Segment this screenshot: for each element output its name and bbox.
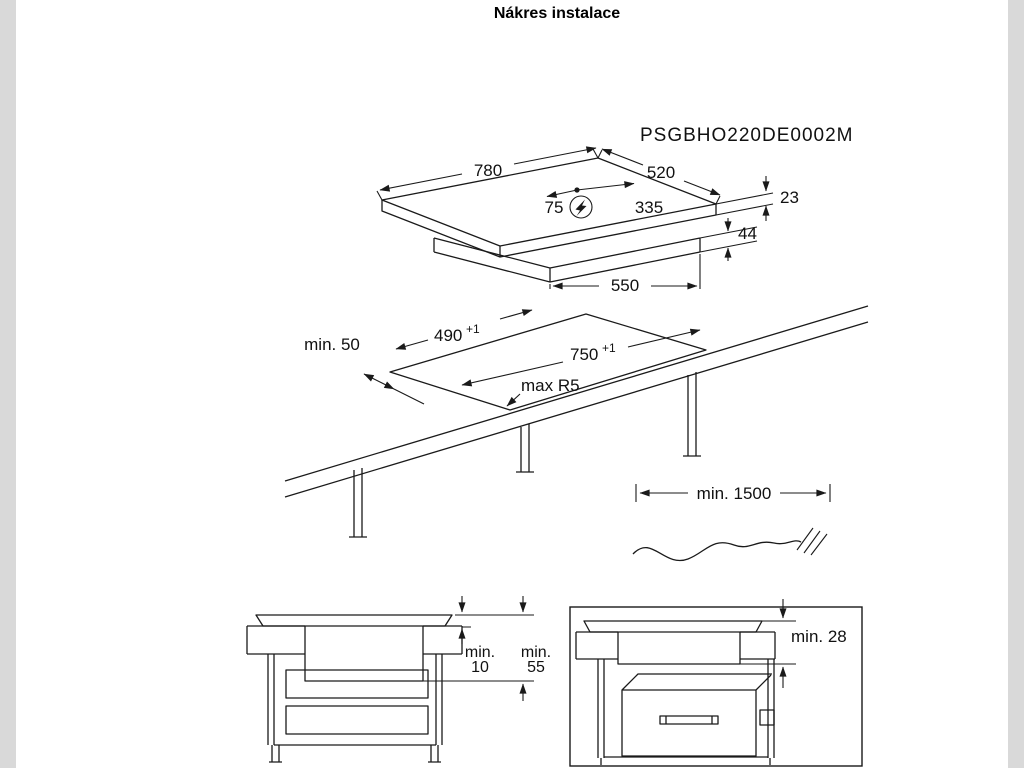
worktop-edge-lines [284, 305, 869, 498]
dim-75-arrow [546, 189, 578, 198]
dim-44-extension-lines [699, 226, 758, 253]
dim-23-extension-lines [715, 192, 774, 216]
page-title: Nákres instalace [494, 5, 620, 22]
dim-front-clearance: min. 50 [304, 335, 360, 354]
dim-top-thickness: 23 [780, 188, 799, 207]
section1-cabinet-walls [267, 654, 443, 746]
dim-corner-radius: max R5 [521, 376, 580, 395]
worktop-legs [349, 372, 701, 538]
dim-750-arrow-left [461, 361, 564, 387]
cable-view: min. 1500 [632, 484, 831, 562]
cable-curve [632, 540, 802, 562]
dim-overhang-value: 10 [471, 659, 489, 676]
dim-550-extension-lines [549, 254, 701, 289]
dim-780-arrow-right [513, 146, 597, 165]
dim-490-arrow-right [499, 309, 533, 320]
dim-780-arrow-left [379, 173, 463, 192]
dim-520-arrow-right [683, 180, 721, 196]
dim-cable-length: min. 1500 [697, 484, 772, 503]
section1-hob-profile [255, 614, 453, 627]
section-cabinet-drawers: min. 10 min. 55 [246, 596, 551, 763]
dim-connection-span: 335 [635, 198, 663, 217]
section1-drawers [285, 669, 429, 735]
dim-520-extension-ticks [597, 149, 721, 205]
section1-cabinet-legs [269, 745, 441, 763]
right-margin [1008, 0, 1024, 768]
dim-hob-width: 780 [474, 161, 502, 180]
section2-cabinet-walls [597, 659, 775, 758]
section2-hob-profile [583, 620, 763, 633]
dim-490-arrow-left [395, 339, 429, 350]
dim-cutout-width-tolerance: +1 [602, 341, 616, 355]
section2-hob-underbox [617, 632, 741, 665]
left-margin [0, 0, 16, 768]
cutout-outline [389, 313, 707, 411]
model-number: PSGBHO220DE0002M [640, 125, 854, 146]
power-connection-circle [569, 195, 593, 219]
dim-overhang-min-label: min. [465, 644, 495, 661]
dim-cutout-depth: 490 [434, 326, 462, 345]
dim-body-width: 550 [611, 276, 639, 295]
oven-outline [621, 673, 772, 757]
dim-clearance-value: 55 [527, 659, 545, 676]
dim-520-arrow-left [601, 148, 644, 166]
dim-335-arrow [576, 181, 635, 191]
hob-top-view: 780 520 75 335 23 44 550 [376, 146, 799, 295]
dim-clearance-min-label: min. [521, 644, 551, 661]
dim-min50-arrow [363, 373, 395, 390]
section2-extension-lines [740, 620, 796, 665]
dim-cutout-width: 750 [570, 345, 598, 364]
cable-end-strands [796, 527, 828, 556]
dim-oven-clearance: min. 28 [791, 627, 847, 646]
section-cabinet-oven: min. 28 [569, 599, 863, 767]
section1-worktop-slab [246, 625, 463, 655]
dim-cable-ticks [635, 484, 831, 502]
dim-body-height: 44 [738, 224, 757, 243]
section1-hob-underbox [304, 626, 424, 682]
dim-min50-extension [393, 388, 425, 405]
dim-r5-arrow [506, 393, 521, 407]
worktop-cutout-view: min. 50 490 +1 750 +1 max R5 [284, 305, 869, 538]
power-connection-icon [575, 199, 587, 216]
dim-cutout-depth-tolerance: +1 [466, 322, 480, 336]
dim-hob-depth: 520 [647, 163, 675, 182]
dim-connection-offset: 75 [545, 198, 564, 217]
dim-750-arrow-right [627, 328, 701, 348]
oven-handle [659, 715, 719, 725]
section2-cabinet-legs [600, 758, 771, 765]
section1-extension-lines [423, 614, 534, 682]
oven-knob [759, 709, 775, 726]
section2-worktop-slab [575, 631, 776, 660]
hob-body-box [433, 237, 701, 283]
section2-frame [569, 606, 863, 767]
